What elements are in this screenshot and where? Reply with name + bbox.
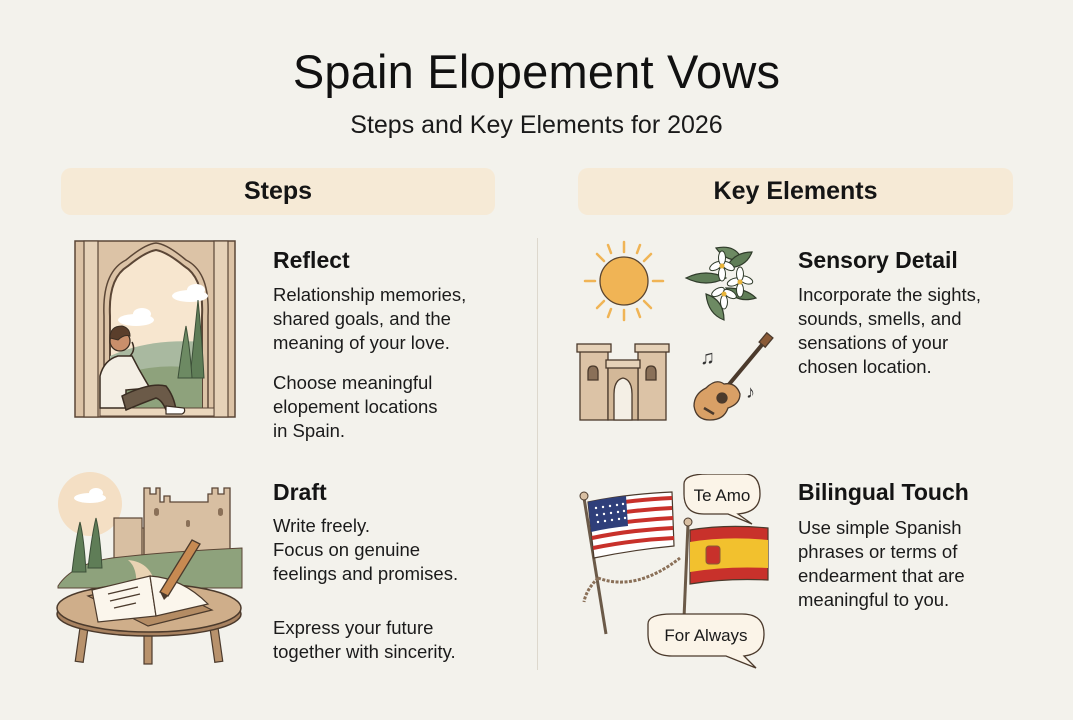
step-draft-text-1: Write freely. Focus on genuine feelings …	[273, 515, 459, 584]
person-at-moorish-window-icon	[70, 238, 240, 422]
step-title-draft: Draft	[273, 479, 327, 505]
step-title-reflect: Reflect	[273, 247, 350, 273]
svg-text:♫: ♫	[700, 347, 715, 369]
sun-icon: ♫ ♪	[576, 240, 774, 421]
journal-and-pen-with-castle-icon	[52, 468, 252, 666]
bubble-for-always: For Always	[664, 626, 747, 645]
key-title-sensory-detail: Sensory Detail	[798, 247, 958, 273]
step-reflect-text-1: Relationship memories, shared goals, and…	[273, 284, 467, 353]
section-header-steps-label: Steps	[243, 177, 313, 205]
section-header-steps: Steps	[61, 168, 495, 215]
key-bilingual-touch-text: Use simple Spanish phrases or terms of e…	[798, 517, 965, 610]
bubble-te-amo: Te Amo	[694, 486, 751, 505]
us-spain-flags-icon: Te Amo For Always	[576, 473, 776, 670]
key-sensory-detail-text: Incorporate the sights, sounds, smells, …	[798, 284, 982, 377]
column-divider	[537, 238, 538, 670]
page-title: Spain Elopement Vows	[292, 45, 781, 98]
step-draft-text-2: Express your future together with sincer…	[273, 617, 456, 662]
step-reflect-text-2: Choose meaningful elopement locations in…	[273, 372, 438, 441]
sensory-icons-group: ♫ ♪	[576, 238, 776, 424]
section-header-key-elements-label: Key Elements	[713, 177, 878, 205]
page-subtitle: Steps and Key Elements for 2026	[350, 111, 723, 139]
section-header-key-elements: Key Elements	[578, 168, 1013, 215]
svg-text:♪: ♪	[746, 382, 755, 402]
key-title-bilingual-touch: Bilingual Touch	[798, 479, 969, 505]
